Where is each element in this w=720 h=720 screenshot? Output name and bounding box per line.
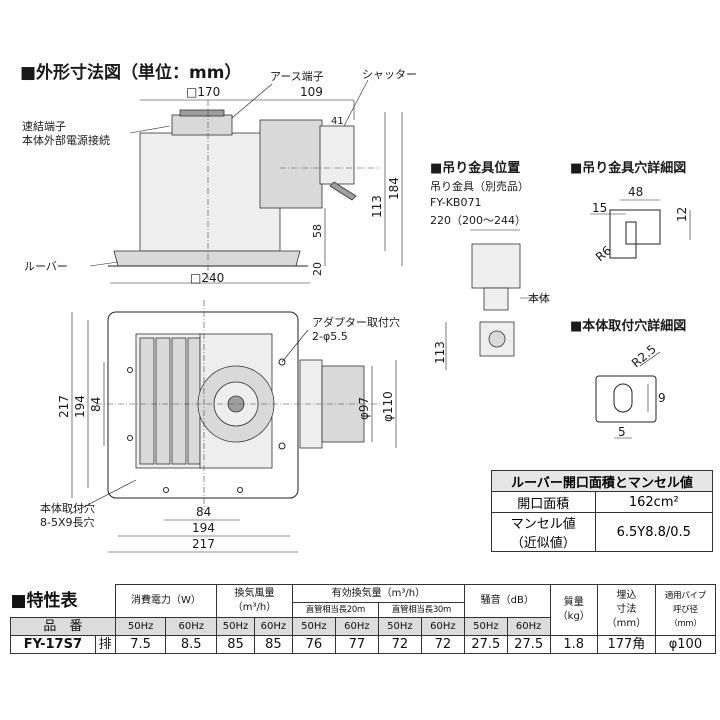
spec-row: FY-17S7 排 7.5 8.5 85 85 76 77 72 72 27.5… [10,635,717,654]
louver-table: ルーバー開口面積とマンセル値 開口面積 162cm² マンセル値 （近似値） 6… [491,470,714,552]
dim-170: □170 [186,85,220,99]
dim-110: φ110 [381,391,395,422]
spec-h-airflow: 換気風量 （m³/h） [216,584,293,618]
side-body [139,132,281,252]
spec-h-noise: 騒音（dB） [463,584,551,618]
adapter-hole-count: 2-φ5.5 [312,330,348,343]
louver-panel [113,250,301,267]
outline-title: ■外形寸法図（単位：mm） [20,62,242,83]
dim-97: φ97 [357,397,371,420]
shutter-body [319,125,355,185]
adapter-hole-label: アダプター取付穴 [312,315,400,329]
dim-194-vertical: 194 [73,395,87,418]
spec-title: ■特性表 [10,590,78,611]
dim-58: 58 [311,224,324,238]
dim-84-vertical: 84 [89,397,103,412]
duct-adapter [259,119,323,209]
spec-table: ■特性表 消費電力（W） 換気風量 （m³/h） 有効換気量（m³/h） 騒音（… [10,584,717,654]
hanger-hole-15: 15 [592,201,607,215]
shutter-label: シャッター [362,68,417,81]
mount-detail-5: 5 [618,425,626,439]
mount-detail-title: ■本体取付穴詳細図 [570,318,686,334]
dim-109: 109 [300,85,323,99]
hanger-diagram [445,229,546,370]
hanger-model: FY-KB071 [430,196,481,209]
spec-type: 排 [94,635,116,654]
mount-detail-r25: R2.5 [629,342,659,370]
louver-slats [139,337,201,465]
spec-h-duct20: 直管相当長20m [291,602,379,618]
spec-h-pipe: 適用パイプ 呼び径 （mm） [654,584,717,636]
bottom-view [69,300,397,553]
spec-h-effective: 有効換気量（m³/h） [291,584,465,603]
mount-detail-diagram [595,351,661,439]
spec-model: FY-17S7 [10,635,96,654]
mount-detail-9: 9 [658,391,666,405]
hanger-hole-48: 48 [628,185,643,199]
munsell-label: マンセル値 （近似値） [491,512,596,552]
hanger-dim: 220（200〜244） [430,214,526,227]
spec-h-embed: 埋込 寸法 （mm） [596,584,656,636]
louver-table-title: ルーバー開口面積とマンセル値 [491,470,713,492]
spec-h-model: 品 番 [10,617,116,636]
mount-hole-label: 本体取付穴 [40,501,95,515]
hanger-hole-12: 12 [675,207,689,222]
dim-194-horizontal: 194 [192,521,215,535]
shutter-flap [329,181,357,201]
louver-area-label: 開口面積 [491,491,596,513]
spec-h-mass: 質量 （kg） [549,584,598,636]
munsell-value: 6.5Y8.8/0.5 [594,512,714,552]
dim-217-horizontal: 217 [192,537,215,551]
hanger-dim-113: 113 [433,341,447,364]
louver-label: ルーバー [24,260,68,273]
spec-h-duct30: 直管相当長30m [377,602,465,618]
dim-240: □240 [190,271,224,285]
dim-217-vertical: 217 [57,395,71,418]
motor-housing [171,114,233,136]
dim-84-horizontal: 84 [196,505,211,519]
dim-41: 41 [331,116,344,127]
dimension-drawing: ■外形寸法図（単位：mm） □170 109 アース端子 シャッター 4 [20,62,691,553]
power-connection-label: 本体外部電源接続 [22,133,110,147]
hanger-body-label: 本体 [528,291,550,305]
hanger-hole-r6: R6 [593,243,614,264]
side-view [89,79,403,284]
dim-20: 20 [311,262,324,276]
hanger-hole-diagram [590,199,691,259]
quick-terminal-label: 速結端子 [22,119,66,133]
mount-slot-count: 8-5X9長穴 [40,515,95,529]
louver-area-value: 162cm² [594,491,714,513]
spec-h-power: 消費電力（W） [114,584,218,618]
earth-terminal-label: アース端子 [270,70,324,83]
hanger-title: ■吊り金具位置 [430,160,520,176]
hanger-hole-title: ■吊り金具穴詳細図 [570,160,686,176]
dim-113: 113 [370,195,384,218]
louver-outline [107,311,299,499]
hanger-item: 吊り金具（別売品） [430,179,529,193]
dim-184: 184 [387,177,401,200]
